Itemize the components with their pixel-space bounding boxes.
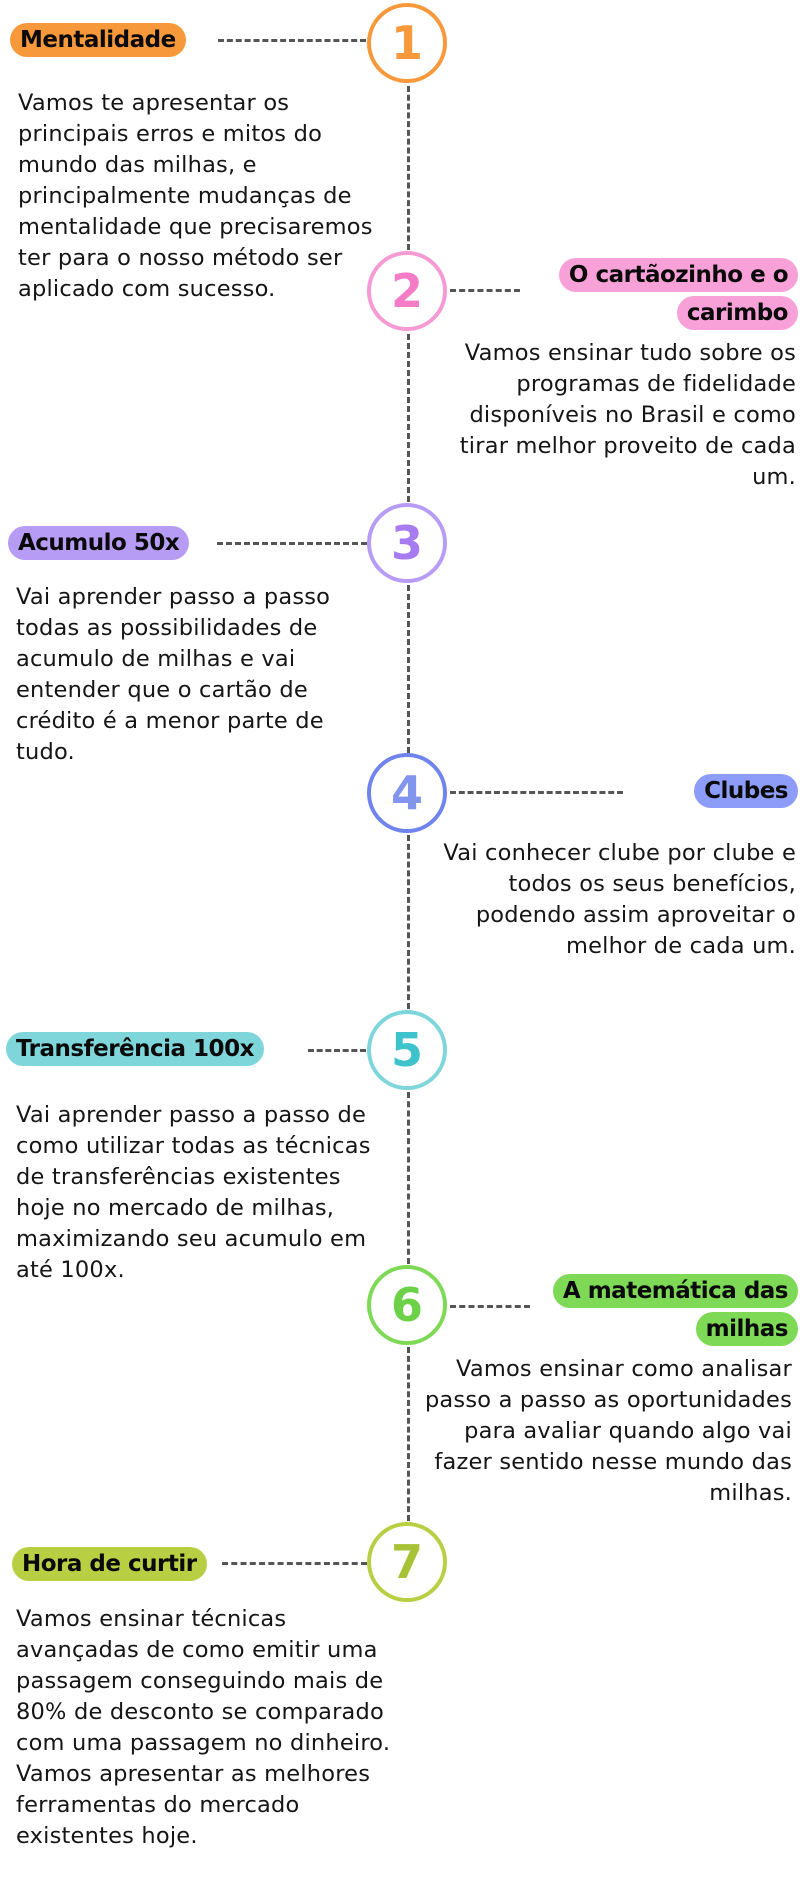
step-6-description: Vamos ensinar como analisar passo a pass…: [424, 1356, 792, 1506]
step-2-description: Vamos ensinar tudo sobre os programas de…: [459, 340, 796, 490]
step-5-description: Vai aprender passo a passo de como utili…: [16, 1102, 371, 1283]
step-2-number: 2: [390, 264, 423, 318]
step-6-number-badge: 6: [367, 1265, 447, 1345]
step-1-description: Vamos te apresentar os principais erros …: [18, 90, 373, 302]
step-1-number-badge: 1: [367, 3, 447, 83]
step-3-number-badge: 3: [367, 503, 447, 583]
step-4-title: Clubes: [598, 774, 798, 808]
step-5-number-badge: 5: [367, 1010, 447, 1090]
step-6-number: 6: [390, 1278, 423, 1332]
timeline-spine: [407, 1347, 410, 1521]
step-3-title: Acumulo 50x: [8, 526, 190, 560]
step-2-connector: [450, 289, 520, 292]
step-2-title: O cartãozinho e o carimbo: [538, 256, 798, 332]
step-6-title-text: A matemática das milhas: [552, 1274, 798, 1346]
step-1-connector: [218, 39, 366, 42]
step-1-number: 1: [390, 16, 423, 70]
step-3-number: 3: [390, 516, 423, 570]
step-6-title: A matemática das milhas: [538, 1272, 798, 1348]
step-3-title-text: Acumulo 50x: [8, 526, 190, 560]
step-4-connector: [450, 791, 623, 794]
step-7-number-badge: 7: [367, 1522, 447, 1602]
step-5-number: 5: [390, 1023, 423, 1077]
step-4-description: Vai conhecer clube por clube e todos os …: [443, 840, 796, 959]
step-5-title-text: Transferência 100x: [6, 1032, 264, 1066]
timeline-spine: [407, 334, 410, 502]
step-7-connector: [222, 1562, 367, 1565]
step-7-title: Hora de curtir: [12, 1547, 207, 1581]
step-1-title: Mentalidade: [10, 23, 186, 57]
timeline-spine: [407, 86, 410, 250]
step-2-title-text: O cartãozinho e o carimbo: [558, 258, 798, 330]
step-3-connector: [217, 542, 367, 545]
step-4-title-text: Clubes: [694, 774, 798, 808]
step-1-title-text: Mentalidade: [10, 23, 186, 57]
step-7-number: 7: [390, 1535, 423, 1589]
timeline-spine: [407, 835, 410, 1009]
step-4-number: 4: [390, 766, 423, 820]
step-3-description: Vai aprender passo a passo todas as poss…: [16, 584, 331, 765]
step-4-number-badge: 4: [367, 753, 447, 833]
step-5-connector: [308, 1049, 366, 1052]
step-7-title-text: Hora de curtir: [12, 1547, 207, 1581]
timeline-spine: [407, 1092, 410, 1264]
step-7-description: Vamos ensinar técnicas avançadas de como…: [16, 1606, 391, 1849]
step-2-number-badge: 2: [367, 251, 447, 331]
timeline-spine: [407, 585, 410, 753]
step-6-connector: [450, 1305, 530, 1308]
step-5-title: Transferência 100x: [6, 1032, 264, 1066]
